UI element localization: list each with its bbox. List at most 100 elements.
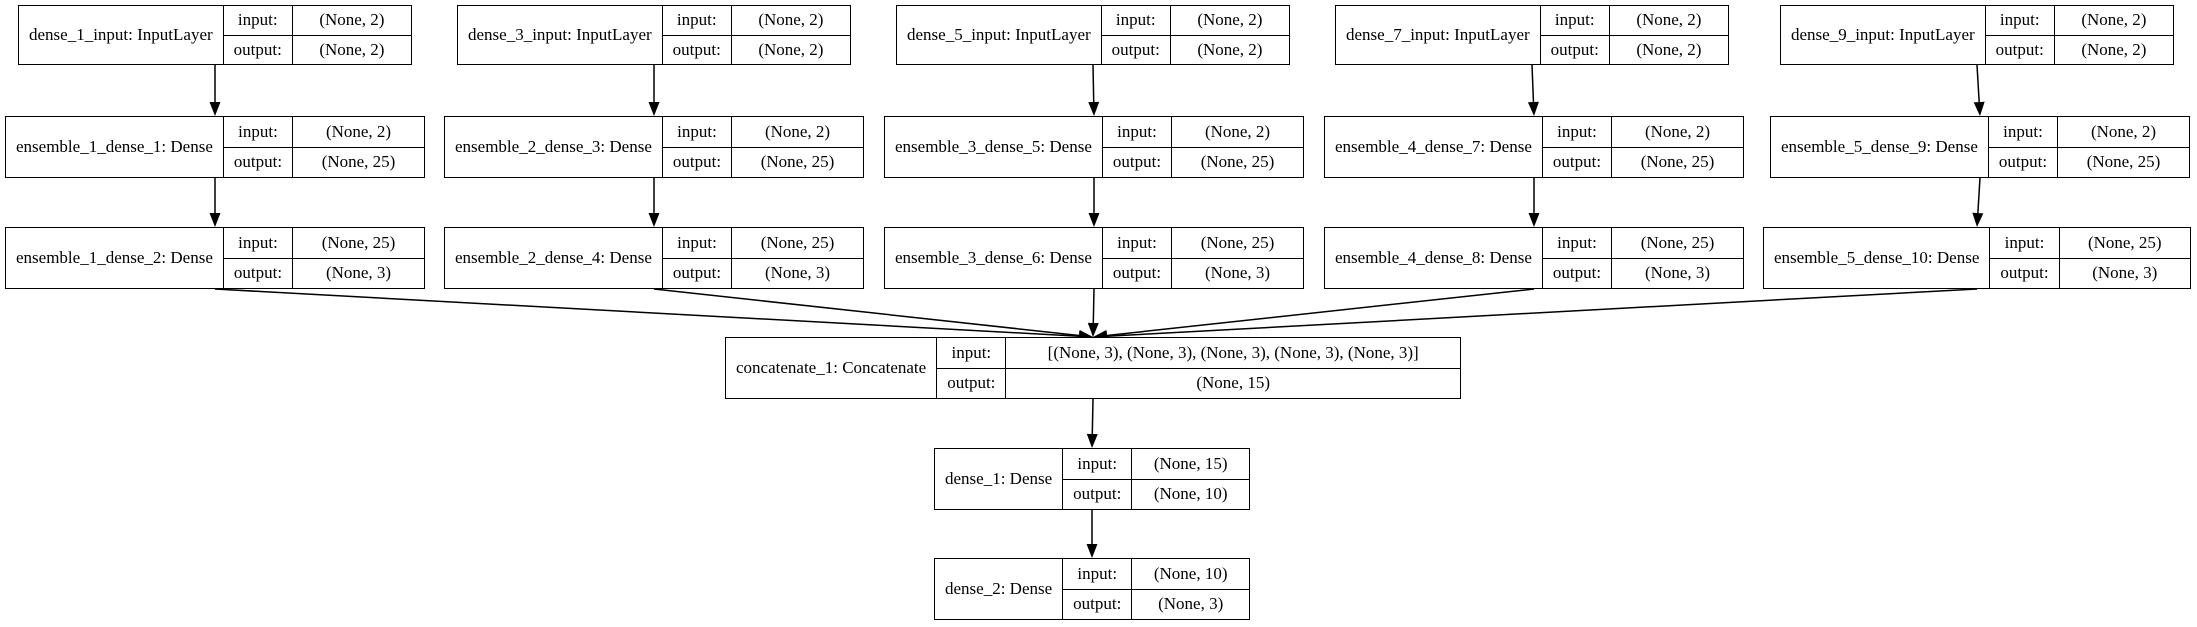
edge-n9-n14 — [1977, 177, 1981, 214]
input-shape: (None, 2) — [758, 10, 824, 30]
layer-name: dense_5_input: InputLayer — [897, 6, 1102, 64]
output-label: output: — [1540, 34, 1609, 65]
arrowhead — [1086, 544, 1098, 558]
input-label: input: — [237, 10, 278, 30]
input-label: input: — [676, 10, 717, 30]
arrowhead — [1528, 213, 1540, 227]
edge-n4-n9 — [1976, 64, 1980, 103]
layer-name: ensemble_3_dense_6: Dense — [885, 228, 1103, 288]
output-shape: (None, 3) — [1612, 257, 1743, 289]
layer-node-dense-3-input: dense_3_input: InputLayer input:output: … — [457, 5, 851, 65]
edge-n13-n15 — [1106, 288, 1535, 337]
input-shape: (None, 10) — [1153, 563, 1228, 583]
output-label: output: — [1102, 257, 1172, 289]
layer-node-ensemble-2-dense-4: ensemble_2_dense_4: Dense input:output: … — [444, 227, 864, 289]
input-shape: (None, 2) — [325, 121, 392, 141]
input-label: input: — [1554, 10, 1595, 30]
output-shape: (None, 3) — [2059, 257, 2190, 289]
layer-node-ensemble-3-dense-5: ensemble_3_dense_5: Dense input:output: … — [884, 116, 1304, 178]
layer-name: ensemble_1_dense_1: Dense — [6, 117, 224, 177]
input-shape: (None, 2) — [764, 121, 831, 141]
layer-name: ensemble_2_dense_4: Dense — [445, 228, 663, 288]
input-label: input: — [2004, 232, 2045, 252]
input-shape: (None, 25) — [2087, 232, 2162, 252]
layer-name: ensemble_5_dense_9: Dense — [1771, 117, 1989, 177]
layer-name: ensemble_5_dense_10: Dense — [1764, 228, 1991, 288]
output-shape: (None, 3) — [1172, 257, 1303, 289]
input-label: input: — [238, 232, 278, 252]
input-label: input: — [1117, 121, 1157, 141]
input-label: input: — [1999, 10, 2040, 30]
output-label: output: — [937, 367, 1006, 399]
layer-name: dense_7_input: InputLayer — [1336, 6, 1541, 64]
output-label: output: — [1542, 257, 1612, 289]
layer-name: dense_3_input: InputLayer — [458, 6, 663, 64]
input-label: input: — [1557, 121, 1597, 141]
input-shape: (None, 25) — [760, 232, 835, 252]
input-shape: (None, 2) — [319, 10, 385, 30]
output-shape: (None, 2) — [2054, 34, 2173, 65]
output-shape: (None, 3) — [293, 257, 424, 289]
layer-node-dense-9-input: dense_9_input: InputLayer input:output: … — [1780, 5, 2174, 65]
edge-n10-n15 — [214, 288, 1080, 337]
layer-node-dense-1-input: dense_1_input: InputLayer input:output: … — [18, 5, 412, 65]
layer-node-concatenate-1: concatenate_1: Concatenate input: output:… — [725, 337, 1461, 399]
output-label: output: — [1988, 146, 2058, 178]
output-shape: (None, 2) — [292, 34, 411, 65]
output-label: output: — [1990, 257, 2059, 289]
output-shape: (None, 25) — [2058, 146, 2189, 178]
edge-n2-n7 — [1092, 64, 1095, 103]
input-label: input: — [1077, 563, 1118, 583]
arrowhead — [1972, 212, 1984, 227]
input-label: input: — [951, 342, 992, 362]
layer-name: ensemble_4_dense_8: Dense — [1325, 228, 1543, 288]
input-label: input: — [1077, 453, 1118, 473]
layer-node-ensemble-5-dense-9: ensemble_5_dense_9: Dense input:output: … — [1770, 116, 2190, 178]
input-shape: (None, 2) — [1636, 10, 1702, 30]
output-label: output: — [223, 146, 293, 178]
input-shape: (None, 2) — [1204, 121, 1271, 141]
input-shape: [(None, 3), (None, 3), (None, 3), (None,… — [1047, 342, 1419, 362]
output-shape: (None, 10) — [1132, 478, 1249, 510]
output-shape: (None, 15) — [1006, 367, 1460, 399]
output-label: output: — [223, 257, 293, 289]
edge-n15-n16 — [1091, 398, 1094, 435]
layer-name: ensemble_3_dense_5: Dense — [885, 117, 1103, 177]
output-shape: (None, 25) — [1612, 146, 1743, 178]
arrowhead — [648, 102, 660, 116]
layer-node-dense-5-input: dense_5_input: InputLayer input:output: … — [896, 5, 1290, 65]
layer-node-ensemble-5-dense-10: ensemble_5_dense_10: Dense input: output:… — [1763, 227, 2191, 289]
layer-node-ensemble-1-dense-1: ensemble_1_dense_1: Dense input:output: … — [5, 116, 425, 178]
layer-node-ensemble-4-dense-8: ensemble_4_dense_8: Dense input:output: … — [1324, 227, 1744, 289]
layer-node-ensemble-2-dense-3: ensemble_2_dense_3: Dense input:output: … — [444, 116, 864, 178]
output-label: output: — [223, 34, 292, 65]
arrowhead — [1086, 433, 1098, 448]
input-label: input: — [1557, 232, 1597, 252]
layer-name: concatenate_1: Concatenate — [726, 338, 938, 398]
output-shape: (None, 25) — [1172, 146, 1303, 178]
arrowhead — [1087, 322, 1099, 337]
edge-n12-n15 — [1092, 288, 1095, 324]
output-shape: (None, 2) — [731, 34, 850, 65]
output-label: output: — [1985, 34, 2054, 65]
input-shape: (None, 25) — [1200, 232, 1275, 252]
layer-node-dense-7-input: dense_7_input: InputLayer input:output: … — [1335, 5, 1729, 65]
arrowhead — [1973, 101, 1985, 116]
input-label: input: — [1117, 232, 1157, 252]
layer-name: ensemble_1_dense_2: Dense — [6, 228, 224, 288]
input-label: input: — [1115, 10, 1156, 30]
output-label: output: — [1102, 146, 1172, 178]
layer-name: ensemble_4_dense_7: Dense — [1325, 117, 1543, 177]
output-label: output: — [1063, 588, 1132, 620]
input-shape: (None, 15) — [1153, 453, 1228, 473]
output-label: output: — [1542, 146, 1612, 178]
input-label: input: — [677, 121, 717, 141]
edge-n11-n15 — [653, 288, 1080, 337]
input-shape: (None, 2) — [1644, 121, 1711, 141]
output-shape: (None, 25) — [293, 146, 424, 178]
arrowhead — [1527, 101, 1539, 116]
arrowhead — [1088, 213, 1100, 227]
layer-name: dense_1: Dense — [935, 449, 1064, 509]
layer-node-dense-1: dense_1: Dense input:output: (None, 15)(… — [934, 448, 1250, 510]
